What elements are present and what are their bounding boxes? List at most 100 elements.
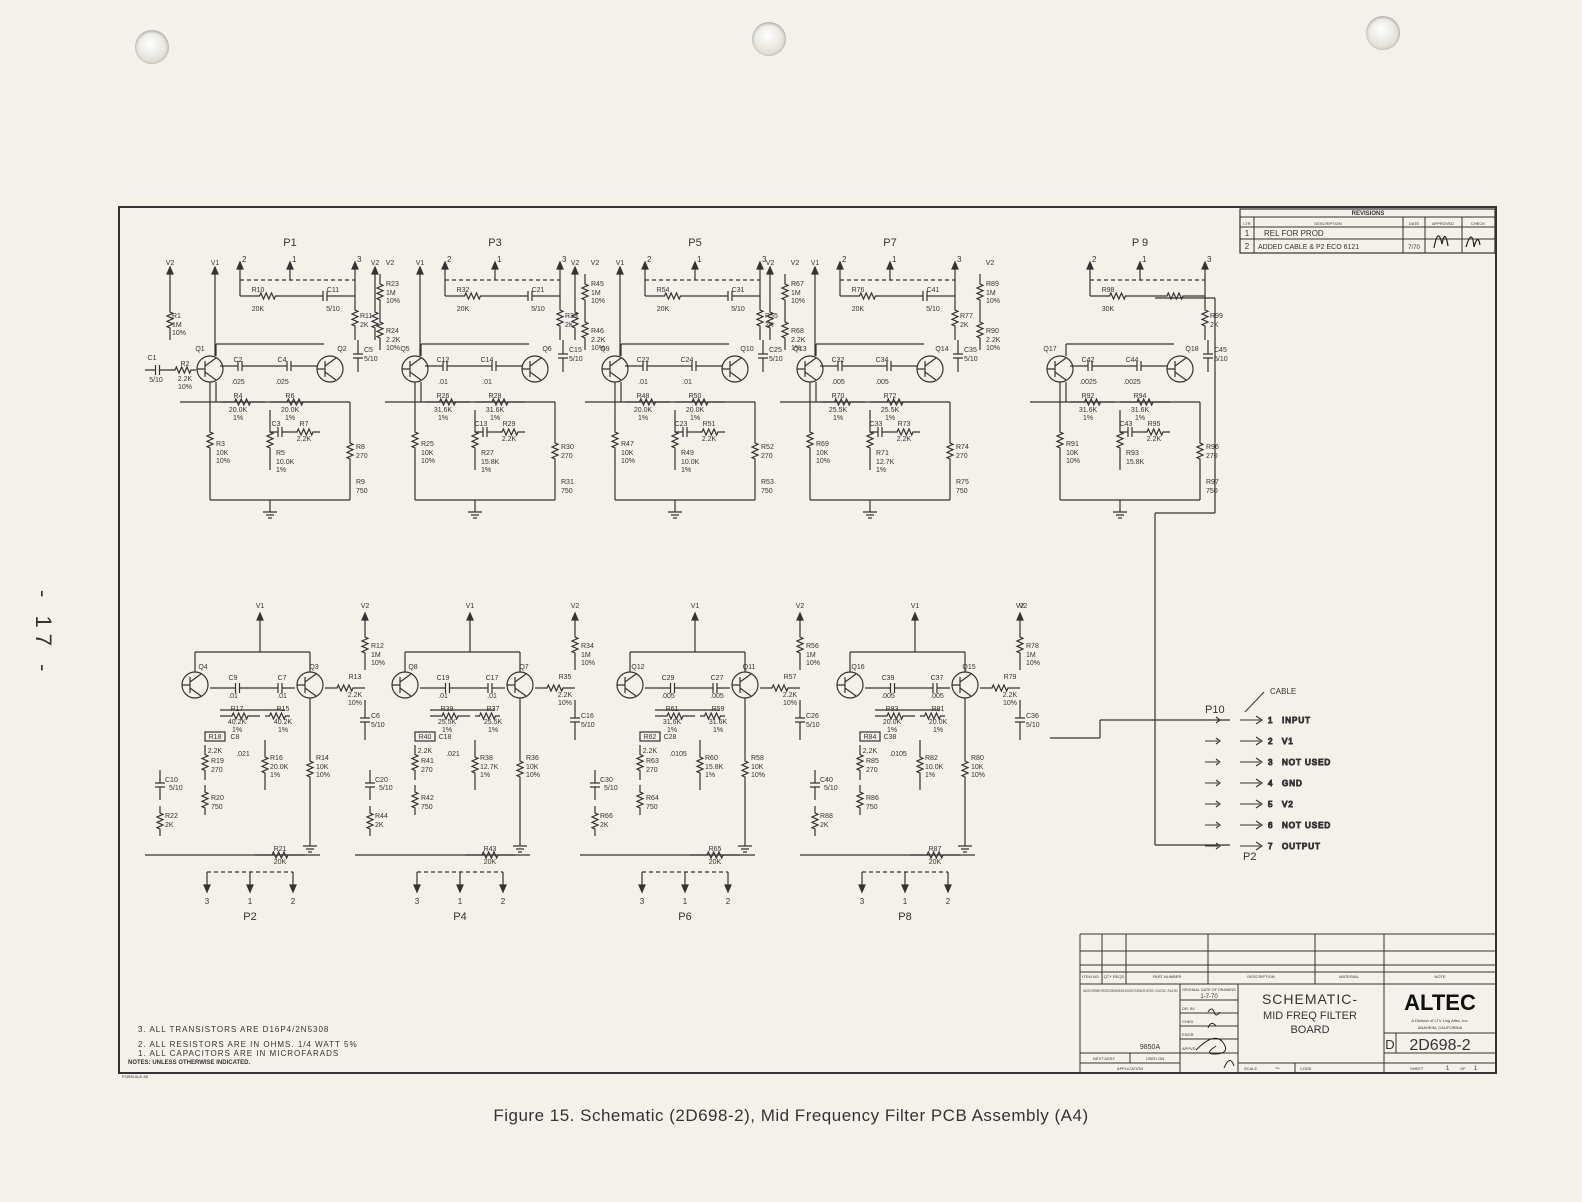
- resistor-b-value: 1%: [278, 727, 288, 734]
- bias-resistor: [360, 620, 370, 670]
- capacitor-b-value: .005: [710, 693, 724, 700]
- emitter-resistor-label: R25: [421, 441, 434, 448]
- resistor-c-label: R29: [503, 421, 516, 428]
- capacitor-b-value: .01: [682, 379, 692, 386]
- feedback-resistor: [840, 291, 895, 301]
- output-series-resistor-value: 20K: [709, 859, 722, 866]
- transistor-input-label: Q16: [851, 664, 864, 671]
- capacitor-a-label: C22: [637, 357, 650, 364]
- next-series-resistor-label: R90: [986, 328, 999, 335]
- collector-resistor-label: R8: [356, 444, 365, 451]
- tb-size: D: [1385, 1037, 1394, 1052]
- resistor-d-value: 10.0K: [681, 459, 700, 466]
- output-series-resistor-label: R21: [274, 846, 287, 853]
- output-resistor-label: R55: [765, 313, 778, 320]
- collector-resistor-value: 270: [761, 453, 773, 460]
- bias-resistor-label: R78: [1026, 643, 1039, 650]
- p10-pin-2-number: 2: [1268, 737, 1273, 746]
- input-resistor-label: R1: [172, 313, 181, 320]
- feedback-resistor-value: 20K: [657, 306, 670, 313]
- resistor-f-label: R64: [646, 795, 659, 802]
- bias-resistor: [1015, 620, 1025, 670]
- capacitor-b-value: .01: [482, 379, 492, 386]
- connector-pin-number: 1: [248, 897, 253, 906]
- emitter-resistor: [1055, 410, 1065, 470]
- p10-pin-3-name: NOT USED: [1282, 758, 1331, 767]
- transistor-output-leads: [952, 673, 972, 697]
- connector-pin-number: 3: [957, 255, 962, 264]
- punch-hole-left: [135, 30, 169, 64]
- resistor-d-value: 15.8K: [481, 459, 500, 466]
- transistor-input-leads: [197, 357, 217, 381]
- resistor-d-label: R71: [876, 450, 889, 457]
- series-resistor: [760, 683, 800, 693]
- resistor-a-value: 20.0K: [634, 407, 653, 414]
- connector-pin-number: 1: [497, 255, 502, 264]
- capacitor-c: [475, 427, 495, 437]
- next-rail-label: V2: [791, 260, 800, 267]
- transistor-output-label: Q14: [935, 346, 948, 353]
- transistor-output-label: Q7: [519, 664, 528, 671]
- resistor-b: [1120, 397, 1170, 407]
- coupling-capacitor-b: [475, 683, 505, 693]
- input-resistor-value: 10%: [172, 330, 186, 337]
- resistor-a-value: 31.6K: [1079, 407, 1098, 414]
- emitter-capacitor-label: C10: [165, 777, 178, 784]
- tb-drawing-number: 2D698-2: [1409, 1037, 1470, 1054]
- emitter-resistor-value: 2K: [820, 822, 829, 829]
- p10-pin-5-symbol: [1205, 799, 1263, 809]
- capacitor-c-label: C43: [1120, 421, 1133, 428]
- drawing-border: [118, 206, 1497, 1074]
- resistor-d-value: 1%: [276, 467, 286, 474]
- output-capacitor: [353, 340, 363, 372]
- connector-pin-number: 3: [205, 897, 210, 906]
- tb-checked: CHKD: [1182, 1019, 1193, 1024]
- transistor-input-leads: [182, 673, 202, 697]
- transistor-output-leads: [732, 673, 752, 697]
- next-series-resistor: [580, 310, 590, 350]
- p10-pin-2-name: V1: [1282, 737, 1294, 746]
- resistor-e: [915, 740, 925, 790]
- revisions-col-check: CHECK: [1471, 221, 1485, 226]
- connector-pin-number: 1: [458, 897, 463, 906]
- next-series-resistor: [780, 310, 790, 350]
- resistor-a: [820, 397, 865, 407]
- notes-title: NOTES: UNLESS OTHERWISE INDICATED.: [128, 1060, 250, 1066]
- series-resistor-value: 10%: [783, 700, 797, 707]
- capacitor-c-value: .0105: [669, 751, 687, 758]
- resistor-c-label: R73: [898, 421, 911, 428]
- output-resistor-value: 10%: [526, 772, 540, 779]
- feedback-resistor-value: 20K: [457, 306, 470, 313]
- output-series-resistor-label: R65: [709, 846, 722, 853]
- input-bias-resistor: [165, 300, 175, 340]
- connector-pin-arrow: [413, 884, 421, 894]
- next-series-resistor: [975, 310, 985, 350]
- transistor-input-label: Q9: [600, 346, 609, 353]
- next-bias-resistor-value: 1M: [386, 290, 396, 297]
- transistor-output-label: Q3: [309, 664, 318, 671]
- emitter-resistor: [610, 410, 620, 470]
- output-capacitor-label: C36: [1026, 713, 1039, 720]
- coupling-capacitor-a: [220, 361, 260, 371]
- capacitor-c-label: C23: [675, 421, 688, 428]
- resistor-b-label: R59: [712, 706, 725, 713]
- note-2: 2. ALL RESISTORS ARE IN OHMS. 1/4 WATT 5…: [138, 1040, 358, 1049]
- feedback-resistor: [240, 291, 295, 301]
- series-resistor-value: 10%: [1003, 700, 1017, 707]
- resistor-d: [410, 745, 420, 780]
- output-series-resistor: [465, 850, 515, 860]
- connector-pin-number: 2: [501, 897, 506, 906]
- resistor-b-value: 1%: [285, 415, 295, 422]
- series-resistor-value: 2.2K: [558, 692, 573, 699]
- resistor-b-value: 1%: [933, 727, 943, 734]
- resistor-e: [260, 740, 270, 790]
- resistor-b-label: R15: [277, 706, 290, 713]
- connector-pin-number: 3: [860, 897, 865, 906]
- rail-v2-arrow: [1016, 611, 1024, 621]
- connector-pin-arrow: [351, 260, 359, 270]
- capacitor-c: [1120, 427, 1140, 437]
- rail-label-v2: V2: [796, 603, 805, 610]
- resistor-a-value: 31.6K: [434, 407, 453, 414]
- resistor-b-value: 25.5K: [484, 719, 503, 726]
